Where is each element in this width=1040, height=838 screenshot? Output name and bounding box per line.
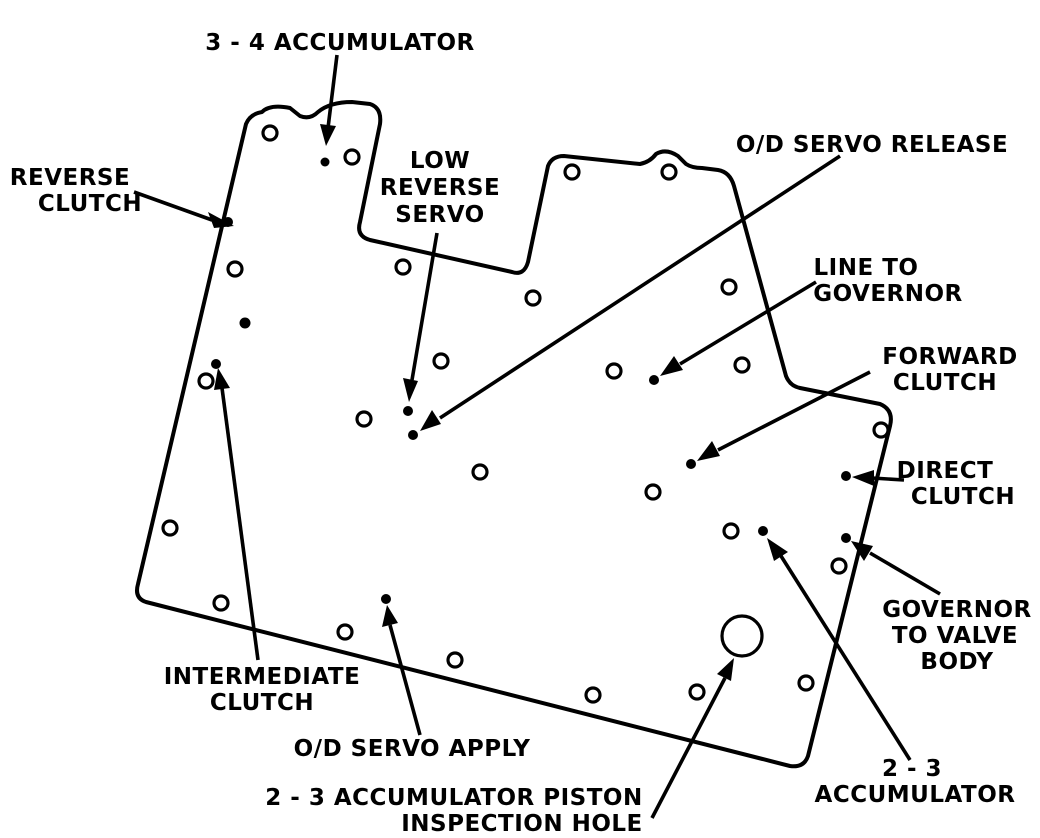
label-line-to-governor-line2: GOVERNOR: [813, 281, 963, 307]
label-od-servo-release: O/D SERVO RELEASE: [736, 132, 1008, 158]
hole: [797, 674, 815, 692]
hole: [197, 372, 215, 390]
label-low-reverse-servo-line2: REVERSE: [380, 175, 500, 201]
label-piston-inspection-hole-line1: 2 - 3 ACCUMULATOR PISTON: [265, 785, 642, 811]
label-governor-to-valve-body-line3: BODY: [920, 649, 993, 675]
hole: [432, 352, 450, 370]
label-line-to-governor-line1: LINE TO: [814, 255, 919, 281]
hole: [605, 362, 623, 380]
label-direct-clutch-line2: CLUTCH: [911, 484, 1015, 510]
leader-piston-inspection-hole: [650, 677, 727, 819]
label-2-3-accumulator-line1: 2 - 3: [882, 756, 942, 782]
label-reverse-clutch-line1: REVERSE: [10, 165, 130, 191]
hole: [261, 124, 279, 142]
hole: [644, 483, 662, 501]
dot: [211, 359, 221, 369]
dot: [381, 594, 391, 604]
hole: [212, 594, 230, 612]
dot: [320, 157, 330, 167]
dot: [239, 317, 251, 329]
hole: [660, 163, 678, 181]
label-intermediate-clutch-line2: CLUTCH: [210, 690, 314, 716]
label-od-servo-apply: O/D SERVO APPLY: [294, 736, 531, 762]
label-direct-clutch-line1: DIRECT: [897, 458, 994, 484]
hole: [563, 163, 581, 181]
hole: [688, 683, 706, 701]
leader-intermediate-clutch: [220, 387, 260, 661]
leader-od-servo-apply: [388, 624, 422, 736]
hole: [830, 557, 848, 575]
label-2-3-accumulator-line2: ACCUMULATOR: [815, 782, 1016, 808]
plate-holes: [161, 124, 890, 704]
label-intermediate-clutch-line1: INTERMEDIATE: [164, 664, 361, 690]
label-low-reverse-servo-line1: LOW: [410, 148, 470, 174]
hole: [394, 258, 412, 276]
dot: [403, 406, 413, 416]
label-forward-clutch-line2: CLUTCH: [893, 370, 997, 396]
dot: [649, 375, 659, 385]
hole: [524, 289, 542, 307]
hole: [872, 421, 890, 439]
leader-line-to-governor: [679, 280, 817, 366]
leader-2-3-accumulator: [779, 555, 912, 761]
label-low-reverse-servo-line3: SERVO: [395, 202, 484, 228]
dot: [841, 471, 851, 481]
label-governor-to-valve-body-line1: GOVERNOR: [882, 597, 1032, 623]
leader-arrows: [133, 54, 941, 819]
label-reverse-clutch-line2: CLUTCH: [38, 191, 142, 217]
leader-direct-clutch: [871, 476, 905, 482]
label-governor-to-valve-body-line2: TO VALVE: [892, 623, 1018, 649]
passage-dots: [211, 157, 851, 604]
dot: [686, 459, 696, 469]
hole: [343, 148, 361, 166]
leader-governor-to-valve-body: [869, 551, 941, 596]
hole: [720, 278, 738, 296]
hole: [161, 519, 179, 537]
leader-low-reverse-servo: [410, 232, 439, 381]
hole: [584, 686, 602, 704]
hole: [226, 260, 244, 278]
hole: [355, 410, 373, 428]
hole: [722, 522, 740, 540]
diagram-labels: 3 - 4 ACCUMULATOR REVERSE CLUTCH LOW REV…: [10, 30, 1032, 837]
dot: [758, 526, 768, 536]
label-piston-inspection-hole-line2: INSPECTION HOLE: [401, 811, 643, 837]
leader-reverse-clutch: [133, 190, 213, 222]
leader-od-servo-release: [439, 154, 841, 420]
label-forward-clutch-line1: FORWARD: [882, 344, 1017, 370]
separator-plate-outline: [135, 100, 893, 769]
label-3-4-accumulator: 3 - 4 ACCUMULATOR: [205, 30, 475, 56]
hole: [733, 356, 751, 374]
leader-forward-clutch: [717, 370, 871, 452]
dot: [408, 430, 418, 440]
inspection-hole: [720, 614, 764, 658]
leader-3-4-accumulator: [326, 54, 339, 129]
dot: [841, 533, 851, 543]
hole: [446, 651, 464, 669]
hole: [336, 623, 354, 641]
hole: [471, 463, 489, 481]
